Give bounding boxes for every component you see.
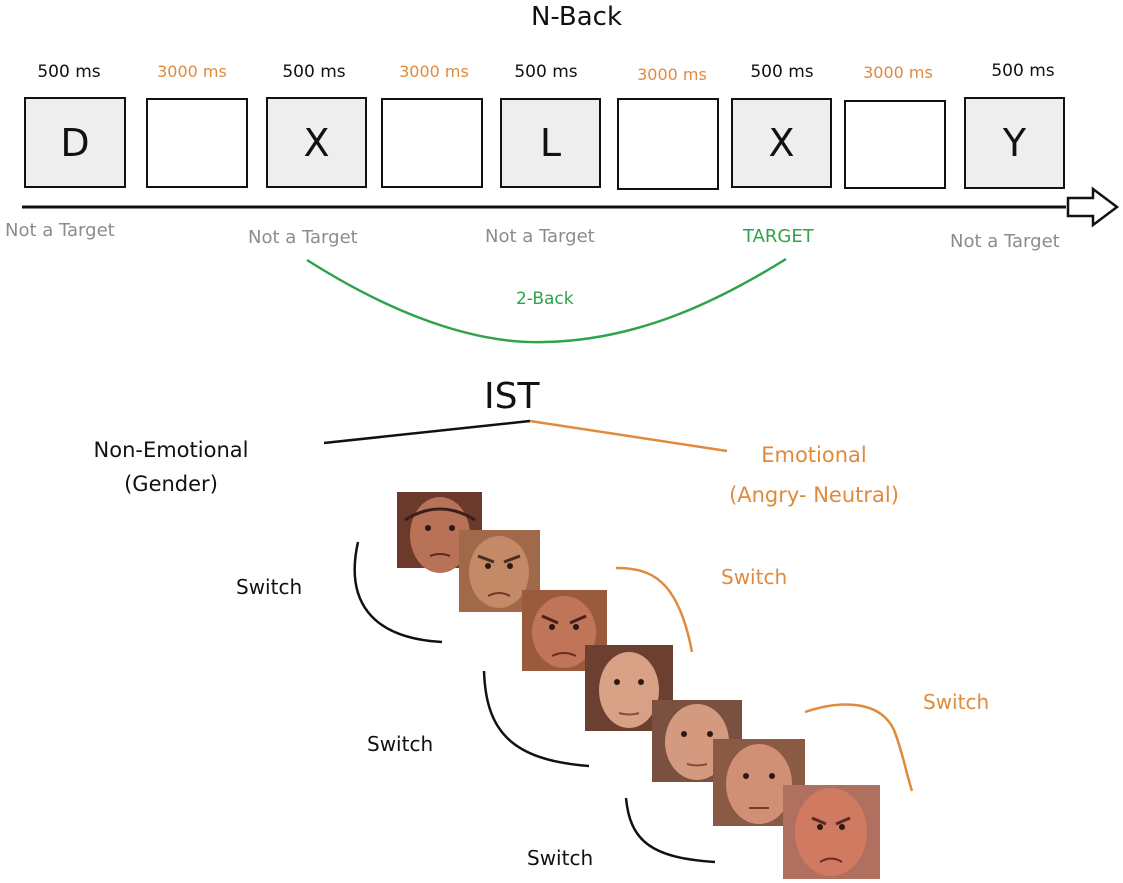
emotional-category: Emotional (Angry- Neutral) xyxy=(718,436,910,516)
switch-label: Switch xyxy=(923,690,990,714)
timing-label: 500 ms xyxy=(750,62,814,82)
timing-label: 3000 ms xyxy=(157,62,227,81)
timing-label: 500 ms xyxy=(991,61,1055,81)
not-target-label: Not a Target xyxy=(485,226,595,247)
switch-arc xyxy=(624,797,716,864)
timing-label: 500 ms xyxy=(37,62,101,82)
timing-label: 500 ms xyxy=(514,62,578,82)
not-target-label: Not a Target xyxy=(248,227,358,248)
stimulus-box: X xyxy=(731,98,832,188)
ist-title: IST xyxy=(484,376,540,417)
switch-arc xyxy=(482,670,590,768)
timeline-arrow-icon xyxy=(1066,186,1120,228)
timing-label: 3000 ms xyxy=(863,63,933,82)
gender-label: (Gender) xyxy=(124,471,218,496)
switch-arc xyxy=(804,703,914,792)
stimulus-box: X xyxy=(266,97,367,188)
switch-label: Switch xyxy=(236,575,303,599)
non-emotional-branch xyxy=(323,419,531,445)
not-target-label: Not a Target xyxy=(950,231,1060,252)
switch-label: Switch xyxy=(527,846,594,870)
non-emotional-category: Non-Emotional (Gender) xyxy=(88,434,254,501)
not-target-label: Not a Target xyxy=(5,220,115,241)
timing-label: 3000 ms xyxy=(637,65,707,84)
nback-title: N-Back xyxy=(530,2,623,32)
target-label: TARGET xyxy=(743,226,814,247)
emotional-label: Emotional xyxy=(761,443,867,467)
timing-label: 3000 ms xyxy=(399,62,469,81)
stimulus-box: D xyxy=(24,97,126,188)
face-stimulus xyxy=(783,785,880,879)
non-emotional-label: Non-Emotional xyxy=(93,438,249,462)
blank-box xyxy=(844,100,946,189)
timing-label: 500 ms xyxy=(282,62,346,82)
switch-arc xyxy=(353,541,443,644)
switch-label: Switch xyxy=(367,732,434,756)
blank-box xyxy=(381,98,483,188)
blank-box xyxy=(146,98,248,188)
two-back-curve xyxy=(306,257,787,344)
switch-label: Switch xyxy=(721,565,788,589)
face-stimulus xyxy=(522,590,607,671)
angry-neutral-label: (Angry- Neutral) xyxy=(729,482,899,507)
emotional-branch xyxy=(529,419,728,453)
two-back-label: 2-Back xyxy=(516,289,574,309)
stimulus-box: L xyxy=(500,98,601,188)
stimulus-box: Y xyxy=(964,97,1065,189)
switch-arc xyxy=(615,566,694,653)
blank-box xyxy=(617,98,719,190)
